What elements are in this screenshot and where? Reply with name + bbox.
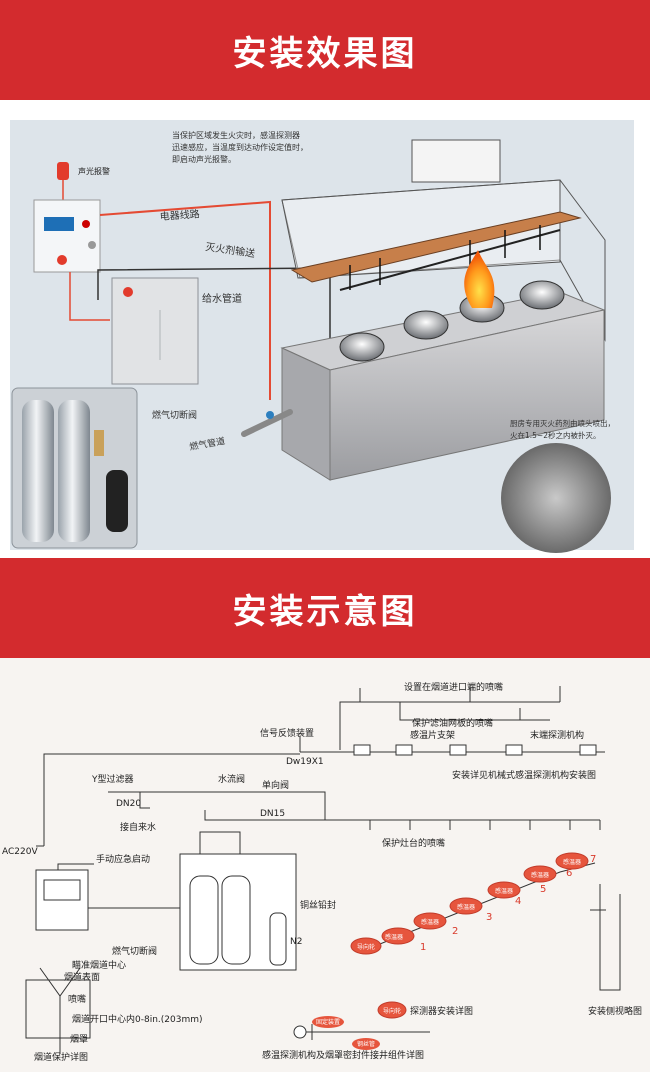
detector-chain: 感温器 感温器 感温器 感温器 感温器 感温器 导向轮 导向轮 — [350, 852, 589, 1019]
svg-text:5: 5 — [540, 884, 546, 895]
sensor-row — [353, 744, 597, 756]
svg-text:导向轮: 导向轮 — [357, 943, 375, 951]
section2-banner: 安装示意图 — [0, 558, 650, 658]
label-duct-surface: 烟道表面 — [64, 971, 100, 983]
note-right: 厨房专用灭火药剂由喷头喷出， 火在1.5~2秒之内被扑灭。 — [510, 418, 615, 440]
label-bottom-detail: 感温探测机构及烟罩密封件接井组件详图 — [262, 1049, 424, 1061]
svg-text:感温器: 感温器 — [531, 871, 549, 879]
svg-text:感温器: 感温器 — [457, 903, 475, 911]
label-aim-center: 瞄准烟道中心 — [72, 959, 126, 971]
label-end-mechanism: 末端探测机构 — [530, 729, 584, 741]
note-top: 当保护区域发生火灾时，感温探测器 迅速感应，当温度到达动作设定值时， 即启动声光… — [172, 130, 308, 164]
svg-text:钢丝管: 钢丝管 — [357, 1040, 375, 1048]
svg-text:即启动声光报警。: 即启动声光报警。 — [172, 154, 236, 164]
label-manual-start: 手动应急启动 — [96, 853, 150, 865]
svg-text:3: 3 — [486, 912, 492, 923]
electric-line-label: 电器线路 — [159, 207, 200, 223]
label-stove-nozzle: 保护灶台的喷嘴 — [382, 837, 445, 849]
label-n2: N2 — [290, 937, 302, 947]
detector-numbers: 1 2 3 4 5 6 7 — [420, 854, 596, 953]
label-nozzle-entry: 设置在烟道进口端的喷嘴 — [404, 681, 503, 693]
label-check-valve: 单向阀 — [262, 779, 289, 791]
installation-effect-panel: 当保护区域发生火灾时，感温探测器 迅速感应，当温度到达动作设定值时， 即启动声光… — [0, 100, 650, 558]
section1-title: 安装效果图 — [232, 33, 418, 74]
extinguishing-mist — [501, 443, 611, 553]
section2-title: 安装示意图 — [232, 591, 418, 632]
label-dn15: DN15 — [260, 809, 285, 819]
svg-text:火在1.5~2秒之内被扑灭。: 火在1.5~2秒之内被扑灭。 — [510, 430, 600, 440]
label-duct-opening: 烟道开口中心内0-8in.(203mm) — [72, 1013, 203, 1025]
svg-text:固定装置: 固定装置 — [316, 1018, 340, 1026]
svg-text:2: 2 — [452, 926, 458, 937]
stove-counter — [280, 280, 606, 481]
gas-pipe — [241, 409, 293, 437]
label-detector-detail: 探测器安装详图 — [410, 1005, 473, 1017]
label-dn20: DN20 — [116, 799, 141, 809]
sound-light-alarm: 声光报警 — [57, 162, 110, 180]
label-hood: 烟罩 — [70, 1033, 88, 1045]
label-lead-seal: 铜丝铅封 — [300, 899, 336, 911]
svg-text:1: 1 — [420, 942, 426, 953]
svg-text:感温器: 感温器 — [421, 918, 439, 926]
extinguisher-cabinet — [111, 277, 199, 385]
svg-text:感温器: 感温器 — [495, 887, 513, 895]
label-side-view: 安装侧视略图 — [588, 1005, 642, 1017]
svg-text:当保护区域发生火灾时，感温探测器: 当保护区域发生火灾时，感温探测器 — [172, 130, 300, 140]
label-flow-valve: 水流阀 — [218, 773, 245, 785]
label-duct-detail: 烟道保护详图 — [34, 1051, 88, 1063]
svg-text:6: 6 — [566, 868, 572, 879]
label-tap-water: 接自来水 — [120, 821, 156, 833]
label-y-filter: Y型过滤器 — [91, 773, 134, 785]
installation-schematic-panel: 感温器 感温器 感温器 感温器 感温器 感温器 导向轮 导向轮 1 2 3 4 … — [0, 658, 650, 1072]
svg-text:厨房专用灭火药剂由喷头喷出，: 厨房专用灭火药剂由喷头喷出， — [510, 418, 615, 428]
gas-cylinders-photo — [11, 387, 138, 549]
svg-text:迅速感应，当温度到达动作设定值时，: 迅速感应，当温度到达动作设定值时， — [172, 142, 308, 152]
label-install-detail: 安装详见机械式感温探测机构安装图 — [452, 769, 596, 781]
svg-text:感温器: 感温器 — [563, 858, 581, 866]
label-sensor-bracket: 感温片支架 — [410, 729, 455, 741]
label-ac220: AC220V — [2, 847, 38, 857]
svg-text:4: 4 — [515, 896, 521, 907]
label-dw: Dw19X1 — [286, 757, 324, 767]
label-nozzle-filter: 保护滤油网板的喷嘴 — [412, 717, 493, 729]
svg-text:声光报警: 声光报警 — [78, 166, 110, 176]
label-nozzle: 喷嘴 — [68, 994, 86, 1005]
section1-banner: 安装效果图 — [0, 0, 650, 100]
label-gas-shutoff: 燃气切断阀 — [112, 945, 157, 957]
fire-icon — [464, 250, 495, 308]
kitchen-hood — [281, 139, 606, 342]
installation-schematic-diagram: 感温器 感温器 感温器 感温器 感温器 感温器 导向轮 导向轮 1 2 3 4 … — [2, 681, 642, 1063]
svg-text:导向轮: 导向轮 — [383, 1007, 401, 1015]
bottom-detail-tags: 固定装置 钢丝管 — [312, 1016, 380, 1050]
svg-text:感温器: 感温器 — [385, 933, 403, 941]
label-signal-feedback: 信号反馈装置 — [260, 727, 314, 739]
control-panel — [33, 199, 101, 273]
gas-valve-label: 燃气切断阀 — [152, 409, 197, 421]
installation-effect-illustration: 当保护区域发生火灾时，感温探测器 迅速感应，当温度到达动作设定值时， 即启动声光… — [10, 120, 634, 553]
svg-text:7: 7 — [590, 854, 596, 865]
water-pipe-label: 给水管道 — [202, 292, 242, 305]
